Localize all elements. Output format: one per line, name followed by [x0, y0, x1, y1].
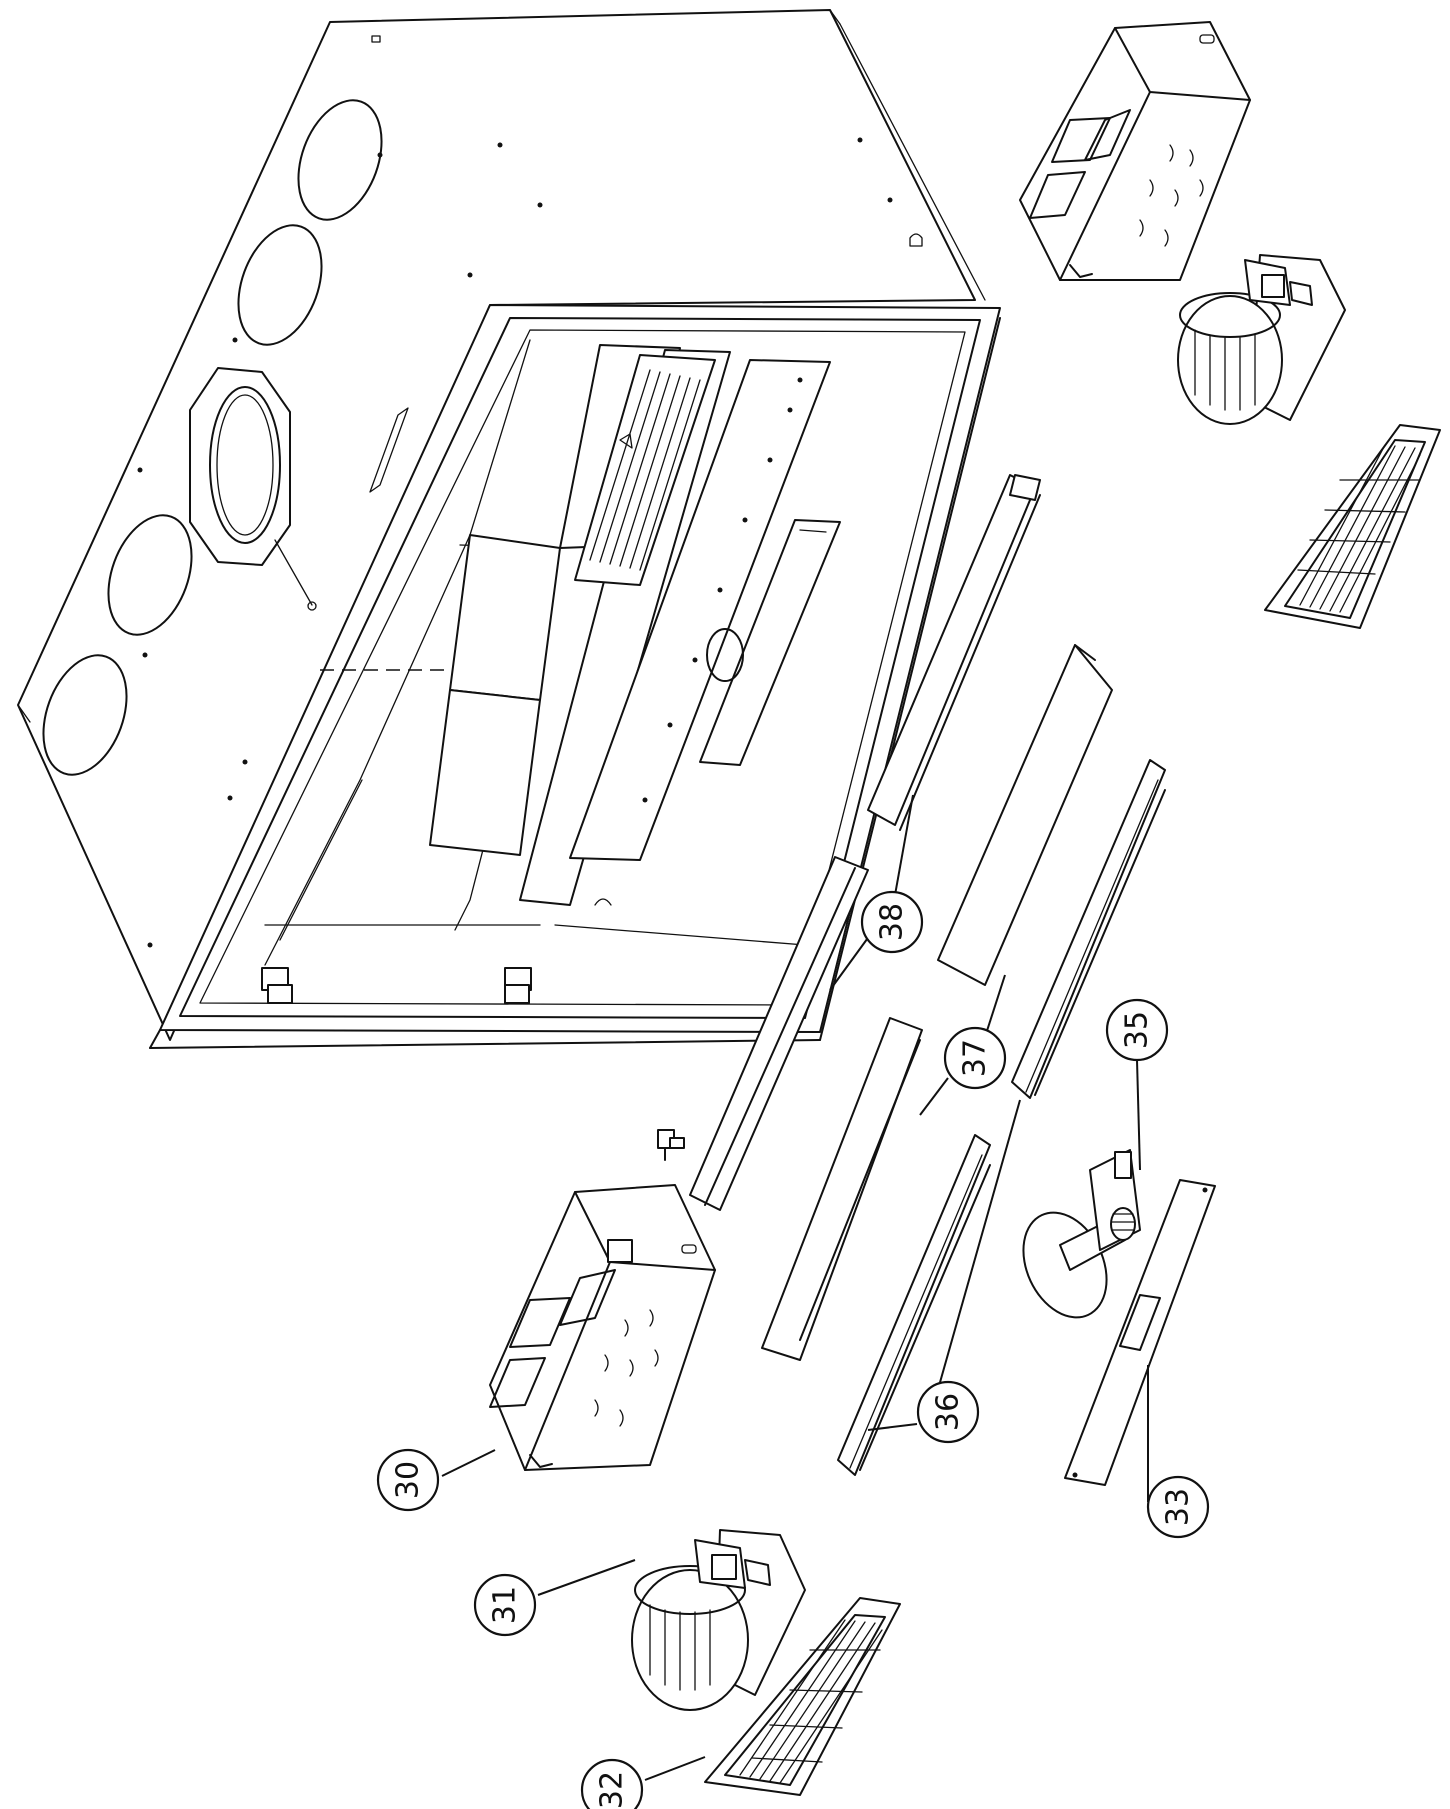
small-switch [657, 1129, 685, 1161]
callout-36: 36 [916, 1380, 980, 1444]
blower-lower [631, 1529, 806, 1711]
callout-32-label: 32 [595, 1771, 630, 1809]
grille-upper [1264, 424, 1441, 629]
rail-37-lower [761, 1017, 923, 1361]
callout-35-label: 35 [1120, 1011, 1155, 1049]
callout-38-label: 38 [875, 903, 910, 941]
callout-32: 32 [580, 1758, 644, 1809]
callout-30: 30 [376, 1448, 440, 1512]
callout-31-label: 31 [488, 1586, 523, 1624]
callout-35: 35 [1105, 998, 1169, 1062]
damper-assembly [1022, 1149, 1141, 1319]
access-panel [1064, 1179, 1216, 1486]
fan-housing-lower [489, 1184, 716, 1471]
callout-33: 33 [1146, 1475, 1210, 1539]
callout-33-label: 33 [1161, 1488, 1196, 1526]
blower-upper [1177, 254, 1346, 425]
callout-30-label: 30 [391, 1461, 426, 1499]
fan-housing-upper [1019, 21, 1251, 281]
callout-31: 31 [473, 1573, 537, 1637]
grille-lower [704, 1597, 901, 1796]
callout-37: 37 [943, 1026, 1007, 1090]
callout-37-label: 37 [958, 1039, 993, 1077]
channel-36-lower [837, 1134, 991, 1476]
rail-37-upper [937, 644, 1113, 986]
main-cabinet [17, 9, 1001, 1049]
rail-38-upper [867, 474, 1041, 831]
channel-36-upper [1011, 759, 1166, 1099]
callout-36-label: 36 [931, 1393, 966, 1431]
rail-38-lower [689, 856, 869, 1211]
callout-38: 38 [860, 890, 924, 954]
